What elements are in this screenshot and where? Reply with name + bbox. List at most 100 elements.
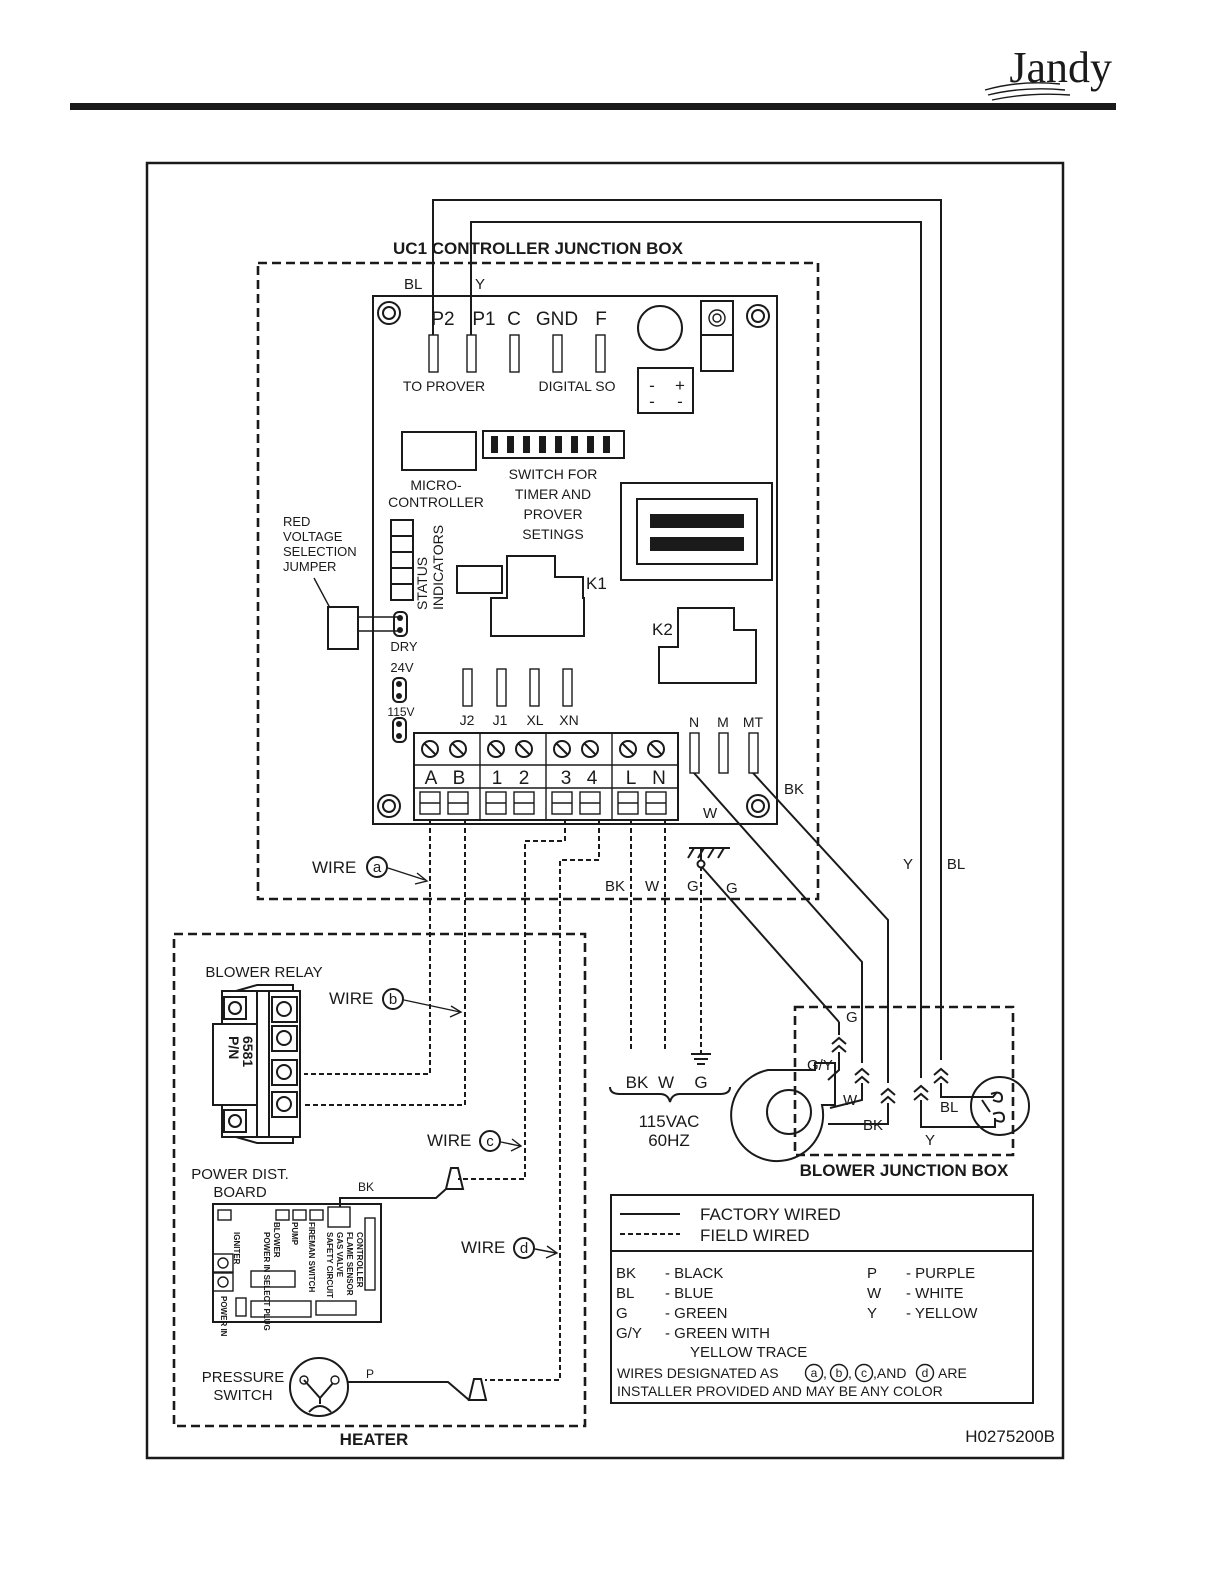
svg-text:G: G: [616, 1305, 628, 1322]
terminal-n: N: [652, 768, 666, 789]
wire-a-callout: WIRE a: [312, 856, 429, 885]
terminal-strip: [413, 732, 679, 821]
terminal-p1: P1: [472, 309, 495, 330]
svg-text:CONTROLLER: CONTROLLER: [355, 1232, 364, 1288]
svg-text:P: P: [867, 1265, 877, 1282]
svg-text:b: b: [389, 991, 397, 1008]
svg-text:SWITCH: SWITCH: [213, 1387, 272, 1404]
terminal-a: A: [425, 768, 438, 789]
red-voltage-jumper: [327, 606, 359, 650]
fuse-chip: [456, 565, 503, 594]
svg-text:Y: Y: [903, 856, 913, 873]
svg-text:K2: K2: [652, 620, 673, 639]
svg-text:d: d: [520, 1240, 528, 1257]
svg-text:W: W: [658, 1073, 674, 1092]
svg-text:a: a: [373, 859, 382, 876]
svg-text:SETINGS: SETINGS: [522, 526, 583, 542]
ground-icon: [687, 847, 730, 1065]
heater-title: HEATER: [340, 1430, 409, 1449]
status-indicators-label: STATUS INDICATORS: [414, 525, 446, 610]
svg-text:MICRO-: MICRO-: [410, 477, 462, 493]
svg-text:24V: 24V: [390, 660, 413, 675]
svg-text:SELECTION: SELECTION: [283, 544, 357, 559]
svg-text:BLOWER RELAY: BLOWER RELAY: [205, 964, 322, 981]
svg-text:G: G: [687, 878, 699, 895]
field-wires: [304, 820, 702, 1381]
relay-k2: [658, 607, 757, 684]
svg-text:b: b: [836, 1366, 843, 1380]
svg-text:,: ,: [823, 1365, 827, 1381]
wire-b-callout: WIRE b: [329, 988, 463, 1018]
svg-text:XN: XN: [559, 712, 578, 728]
svg-text:WIRES DESIGNATED AS: WIRES DESIGNATED AS: [617, 1365, 779, 1381]
svg-text:G: G: [694, 1073, 707, 1092]
svg-text:- GREEN WITH: - GREEN WITH: [665, 1325, 770, 1342]
digital-so-label: DIGITAL SO: [538, 378, 615, 394]
wire-label-bl-top: BL: [404, 276, 422, 293]
svg-text:J2: J2: [460, 712, 475, 728]
factory-wires: [432, 199, 942, 1083]
svg-text:BK: BK: [358, 1180, 374, 1194]
pressure-switch-icon: [289, 1357, 349, 1417]
svg-text:BL: BL: [940, 1099, 958, 1116]
plug-receptacle-icon: [970, 1076, 1030, 1136]
svg-text:- BLUE: - BLUE: [665, 1285, 713, 1302]
wire-label-w-board: W: [703, 805, 718, 822]
brand-logo: Jandy: [1009, 43, 1112, 92]
svg-text:W: W: [645, 878, 660, 895]
wire-c-callout: WIRE c: [427, 1130, 523, 1152]
supply-brace: [609, 1086, 731, 1103]
svg-text:K1: K1: [586, 574, 607, 593]
svg-text:PUMP: PUMP: [290, 1222, 299, 1246]
svg-text:YELLOW TRACE: YELLOW TRACE: [690, 1344, 807, 1361]
svg-text:POWER IN: POWER IN: [219, 1296, 228, 1337]
svg-text:INSTALLER PROVIDED AND MAY BE: INSTALLER PROVIDED AND MAY BE ANY COLOR: [617, 1383, 943, 1399]
drawing-number: H0275200B: [965, 1427, 1055, 1446]
svg-text:,AND: ,AND: [873, 1365, 906, 1381]
pressure-switch-wire: [348, 1381, 470, 1401]
terminal-f: F: [595, 309, 607, 330]
heater-box: HEATER BLOWER RELAY P/N 6581 POWER DIST.: [172, 932, 587, 1449]
svg-text:FIELD WIRED: FIELD WIRED: [700, 1226, 810, 1245]
svg-text:MT: MT: [743, 714, 764, 730]
terminal-1: 1: [492, 768, 503, 789]
terminal-c: C: [507, 309, 521, 330]
svg-text:WIRE: WIRE: [329, 989, 373, 1008]
svg-text:BOARD: BOARD: [213, 1184, 267, 1201]
wire-label-bk-board: BK: [784, 781, 804, 798]
svg-text:- YELLOW: - YELLOW: [906, 1305, 978, 1322]
supply-voltage: 115VAC: [639, 1112, 700, 1131]
svg-text:TIMER AND: TIMER AND: [515, 486, 591, 502]
controller-junction-box: UC1 CONTROLLER JUNCTION BOX BL Y P2 P1 C…: [256, 239, 820, 901]
svg-text:W: W: [867, 1285, 882, 1302]
svg-text:M: M: [717, 714, 729, 730]
svg-text:BK: BK: [616, 1265, 636, 1282]
relay-k1: [490, 555, 585, 637]
svg-text:WIRE: WIRE: [312, 858, 356, 877]
svg-text:-: -: [649, 392, 655, 411]
terminal-l: L: [626, 768, 637, 789]
terminal-b: B: [453, 768, 466, 789]
svg-text:c: c: [861, 1366, 867, 1380]
to-prover-label: TO PROVER: [403, 378, 485, 394]
logo-swoosh-icon: [984, 82, 1071, 101]
polarity-connector: [637, 367, 694, 414]
svg-text:WIRE: WIRE: [427, 1131, 471, 1150]
svg-text:115V: 115V: [387, 705, 414, 719]
svg-text:BL: BL: [947, 856, 965, 873]
dip-switch-icon: [482, 430, 625, 459]
terminal-gnd: GND: [536, 309, 578, 330]
svg-text:RED: RED: [283, 514, 310, 529]
supply-frequency: 60HZ: [648, 1131, 690, 1150]
terminal-3: 3: [561, 768, 572, 789]
svg-text:SAFETY CIRCUIT: SAFETY CIRCUIT: [325, 1232, 334, 1298]
svg-text:d: d: [922, 1366, 929, 1380]
svg-text:,: ,: [848, 1365, 852, 1381]
svg-text:VOLTAGE: VOLTAGE: [283, 529, 343, 544]
mounting-hole-icon: [377, 301, 770, 818]
svg-text:+: +: [675, 376, 685, 395]
terminal-2: 2: [519, 768, 530, 789]
svg-text:- WHITE: - WHITE: [906, 1285, 964, 1302]
svg-text:G/Y: G/Y: [807, 1057, 833, 1074]
svg-text:POWER DIST.: POWER DIST.: [191, 1166, 289, 1183]
